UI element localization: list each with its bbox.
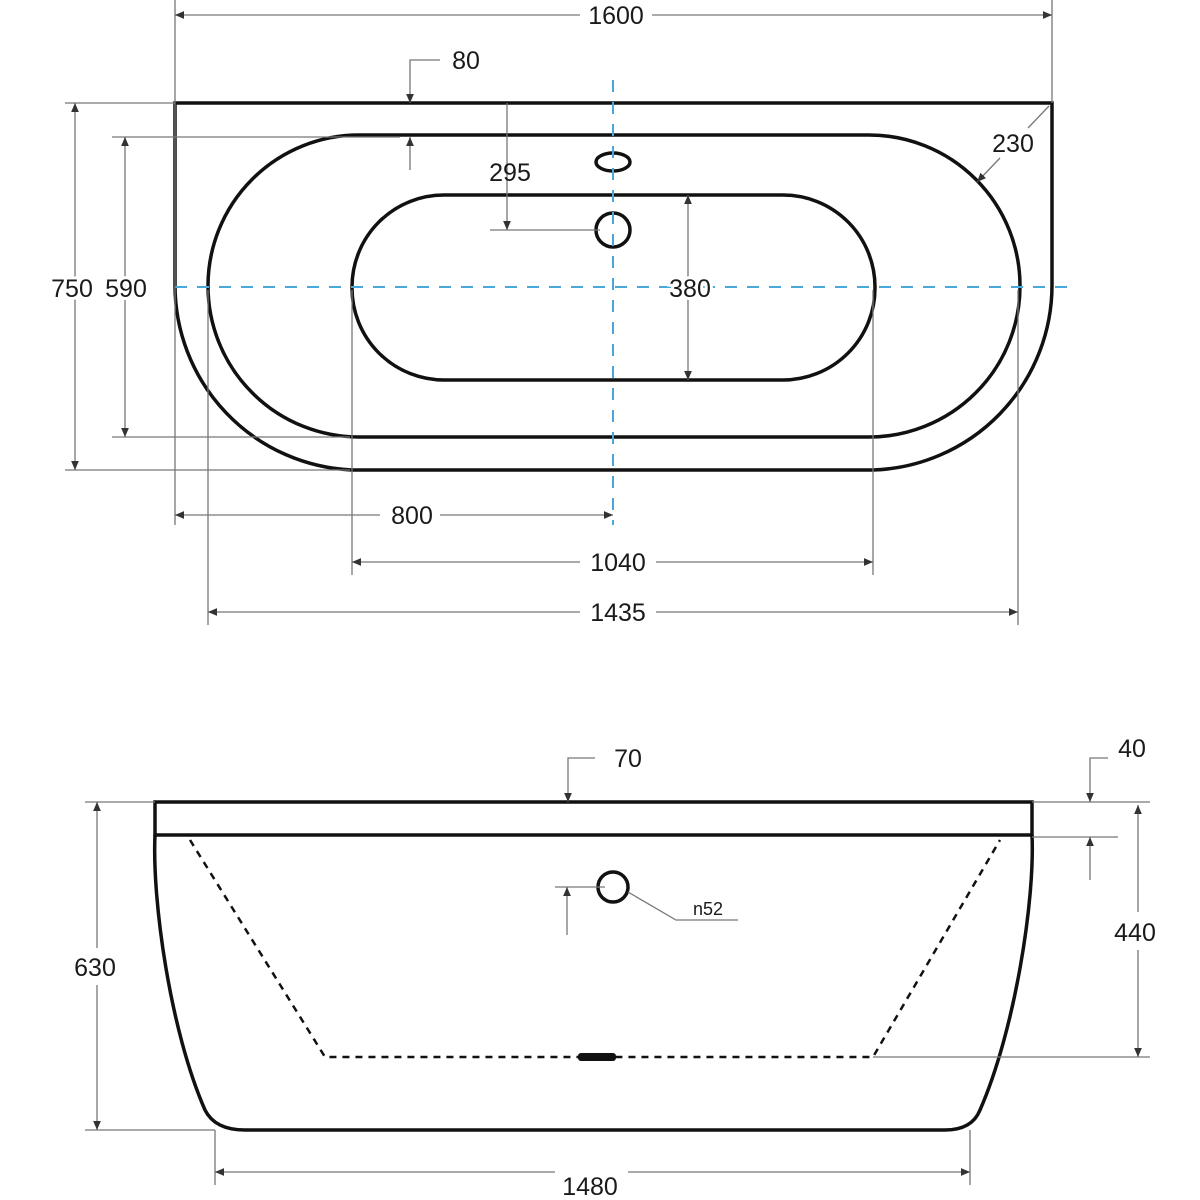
dim-base-length: 1480 (562, 1173, 618, 1200)
dim-rim-width: 80 (452, 47, 480, 75)
dim-inner-length: 1435 (590, 599, 646, 627)
dim-overall-length: 1600 (588, 2, 644, 30)
tub-body-outline (152, 834, 1035, 1132)
dim-overflow-offset: 295 (489, 159, 531, 187)
dim-corner-radius: 230 (992, 130, 1034, 158)
dim-bottom-length: 1040 (590, 549, 646, 577)
dim-offset: 40 (1118, 735, 1146, 763)
dim-inner-width: 590 (105, 275, 147, 303)
dim-overflow-height: 440 (1114, 919, 1156, 947)
side-extension-lines (85, 801, 1150, 1185)
dim-overall-width: 750 (51, 275, 93, 303)
dim-overall-height: 630 (74, 954, 116, 982)
rim (153, 800, 1034, 837)
dim-overflow-diameter: n52 (693, 899, 723, 919)
basin-hidden-line (188, 839, 1002, 1059)
dim-drain-to-end: 800 (391, 502, 433, 530)
side-view: 70 40 440 630 n52 1480 (74, 735, 1156, 1200)
top-view: 1600 80 295 230 750 590 380 800 1040 143… (48, 0, 1072, 627)
dim-bottom-width: 380 (669, 275, 711, 303)
bottom-drain-icon (578, 1053, 616, 1061)
dim-rim-height: 70 (614, 745, 642, 773)
extension-lines (65, 0, 1053, 625)
